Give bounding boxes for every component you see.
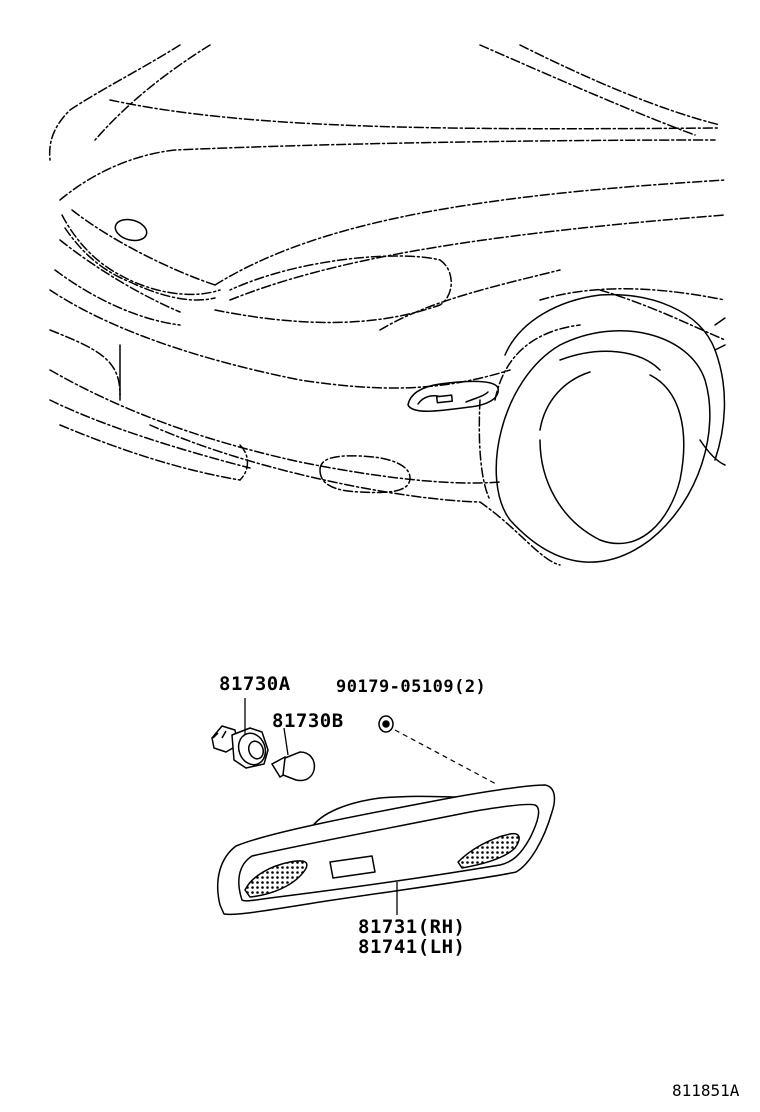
bulb-part: [270, 751, 316, 782]
car-front-illustration: [48, 44, 726, 566]
screw-part: [378, 715, 394, 733]
label-socket-part-number: 81730A: [219, 673, 291, 695]
label-lamp-rh-part-number: 81731(RH): [358, 916, 466, 938]
side-marker-lamp-part: [217, 784, 556, 916]
screw-assembly-line: [394, 729, 499, 786]
label-lamp-lh-part-number: 81741(LH): [358, 936, 466, 958]
label-bulb-part-number: 81730B: [272, 710, 344, 732]
label-screw-part-number: 90179-05109(2): [336, 677, 487, 697]
figure-id: 811851A: [672, 1081, 740, 1100]
bulb-leader-line: [283, 727, 289, 756]
socket-part: [211, 725, 269, 769]
